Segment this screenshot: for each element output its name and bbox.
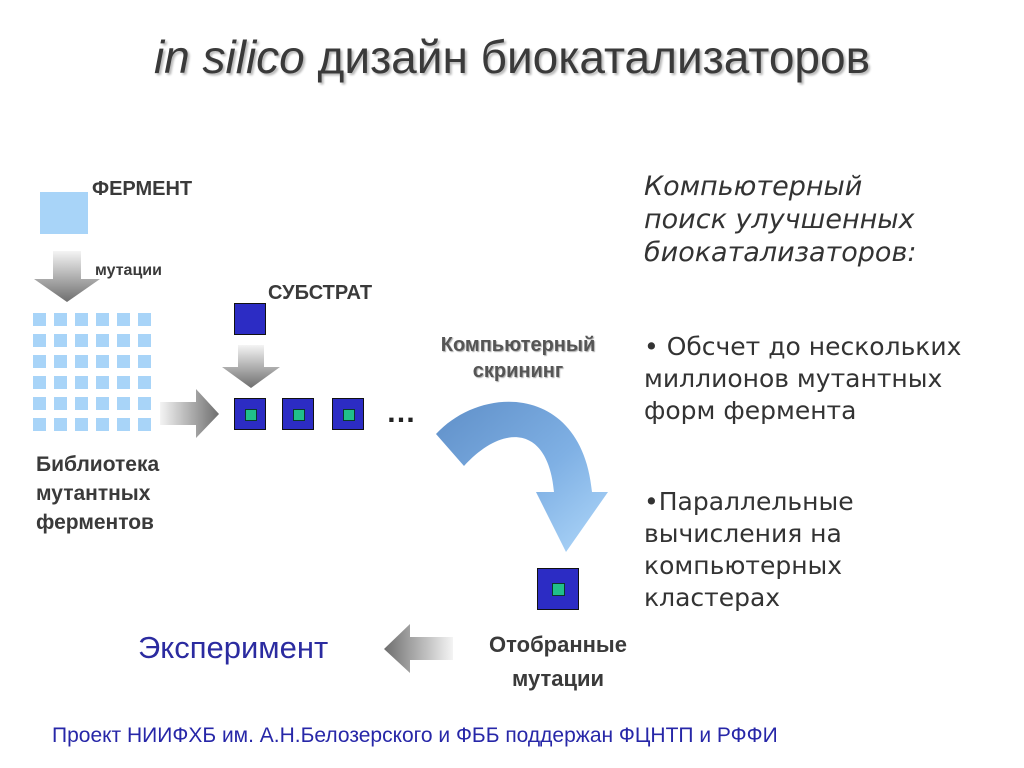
active-site [343, 409, 355, 421]
library-enzyme-square [54, 355, 67, 368]
bullet-1-line: • Обсчет до нескольких [644, 332, 962, 361]
library-arrow-icon [160, 389, 219, 438]
bullet-2-line: кластерах [644, 583, 781, 612]
library-enzyme-square [96, 397, 109, 410]
library-label-line: ферментов [36, 511, 154, 534]
title-rest: дизайн биокатализаторов [304, 31, 871, 83]
right-heading-line: поиск улучшенных [644, 204, 915, 235]
library-enzyme-square [117, 355, 130, 368]
library-label-line: Библиотека [36, 453, 160, 476]
library-enzyme-square [117, 313, 130, 326]
active-site [293, 409, 305, 421]
library-enzyme-square [33, 313, 46, 326]
library-enzyme-square [96, 355, 109, 368]
substrate-square [234, 303, 266, 335]
active-site [552, 583, 565, 596]
footer-text: Проект НИИФХБ им. А.Н.Белозерского и ФББ… [52, 724, 778, 747]
library-enzyme-square [54, 313, 67, 326]
library-enzyme-square [75, 376, 88, 389]
bullet-2-line: компьютерных [644, 551, 843, 580]
library-enzyme-square [138, 376, 151, 389]
library-enzyme-square [138, 397, 151, 410]
screening-label: Компьютерный скрининг [412, 332, 624, 384]
complex-square [234, 398, 266, 430]
right-heading: Компьютерный поиск улучшенных биокатализ… [644, 170, 916, 269]
library-enzyme-square [117, 397, 130, 410]
substrate-label: СУБСТРАТ [268, 282, 373, 304]
complex-square [332, 398, 364, 430]
library-enzyme-square [75, 355, 88, 368]
library-enzyme-square [54, 334, 67, 347]
library-enzyme-square [54, 376, 67, 389]
library-label: Библиотека мутантных ферментов [36, 450, 159, 537]
selected-complex-square [537, 568, 579, 610]
substrate-arrow-icon [222, 345, 280, 388]
bullet-2: •Параллельные вычисления на компьютерных… [644, 486, 854, 614]
right-heading-line: Компьютерный [644, 171, 863, 202]
library-enzyme-square [138, 313, 151, 326]
library-enzyme-square [75, 397, 88, 410]
library-enzyme-square [117, 376, 130, 389]
library-enzyme-square [96, 313, 109, 326]
right-heading-line: биокатализаторов: [644, 237, 917, 268]
library-enzyme-square [117, 418, 130, 431]
active-site [245, 409, 257, 421]
mutations-label: мутации [95, 262, 162, 279]
library-enzyme-square [138, 334, 151, 347]
library-enzyme-square [138, 418, 151, 431]
screening-label-line: Компьютерный [440, 334, 596, 356]
library-enzyme-square [75, 334, 88, 347]
library-label-line: мутантных [36, 482, 151, 505]
curved-blue-arrow-icon [436, 401, 608, 552]
library-enzyme-square [33, 355, 46, 368]
bullet-1: • Обсчет до нескольких миллионов мутантн… [644, 331, 961, 427]
library-enzyme-square [33, 376, 46, 389]
bullet-2-line: •Параллельные [644, 487, 854, 516]
library-enzyme-square [33, 418, 46, 431]
library-enzyme-square [54, 418, 67, 431]
screening-label-line: скрининг [472, 360, 564, 382]
mutant-library-grid [33, 313, 155, 433]
selected-label-line: Отобранные [489, 632, 627, 657]
library-enzyme-square [33, 397, 46, 410]
bullet-1-line: миллионов мутантных [644, 364, 943, 393]
library-enzyme-square [96, 418, 109, 431]
enzyme-square [40, 192, 88, 234]
library-enzyme-square [54, 397, 67, 410]
mutation-arrow-icon [34, 251, 100, 302]
title-italic: in silico [153, 31, 305, 83]
library-enzyme-square [117, 334, 130, 347]
experiment-label: Эксперимент [138, 630, 329, 665]
ellipsis: … [386, 396, 416, 429]
experiment-arrow-icon [384, 624, 453, 673]
enzyme-label: ФЕРМЕНТ [92, 178, 193, 200]
selected-mutations-label: Отобранные мутации [460, 628, 656, 696]
library-enzyme-square [138, 355, 151, 368]
library-enzyme-square [75, 313, 88, 326]
selected-label-line: мутации [511, 666, 605, 691]
complex-square [282, 398, 314, 430]
bullet-2-line: вычисления на [644, 519, 842, 548]
library-enzyme-square [33, 334, 46, 347]
library-enzyme-square [75, 418, 88, 431]
page-title: in silico дизайн биокатализаторов [0, 30, 1024, 84]
library-enzyme-square [96, 334, 109, 347]
library-enzyme-square [96, 376, 109, 389]
bullet-1-line: форм фермента [644, 396, 857, 425]
